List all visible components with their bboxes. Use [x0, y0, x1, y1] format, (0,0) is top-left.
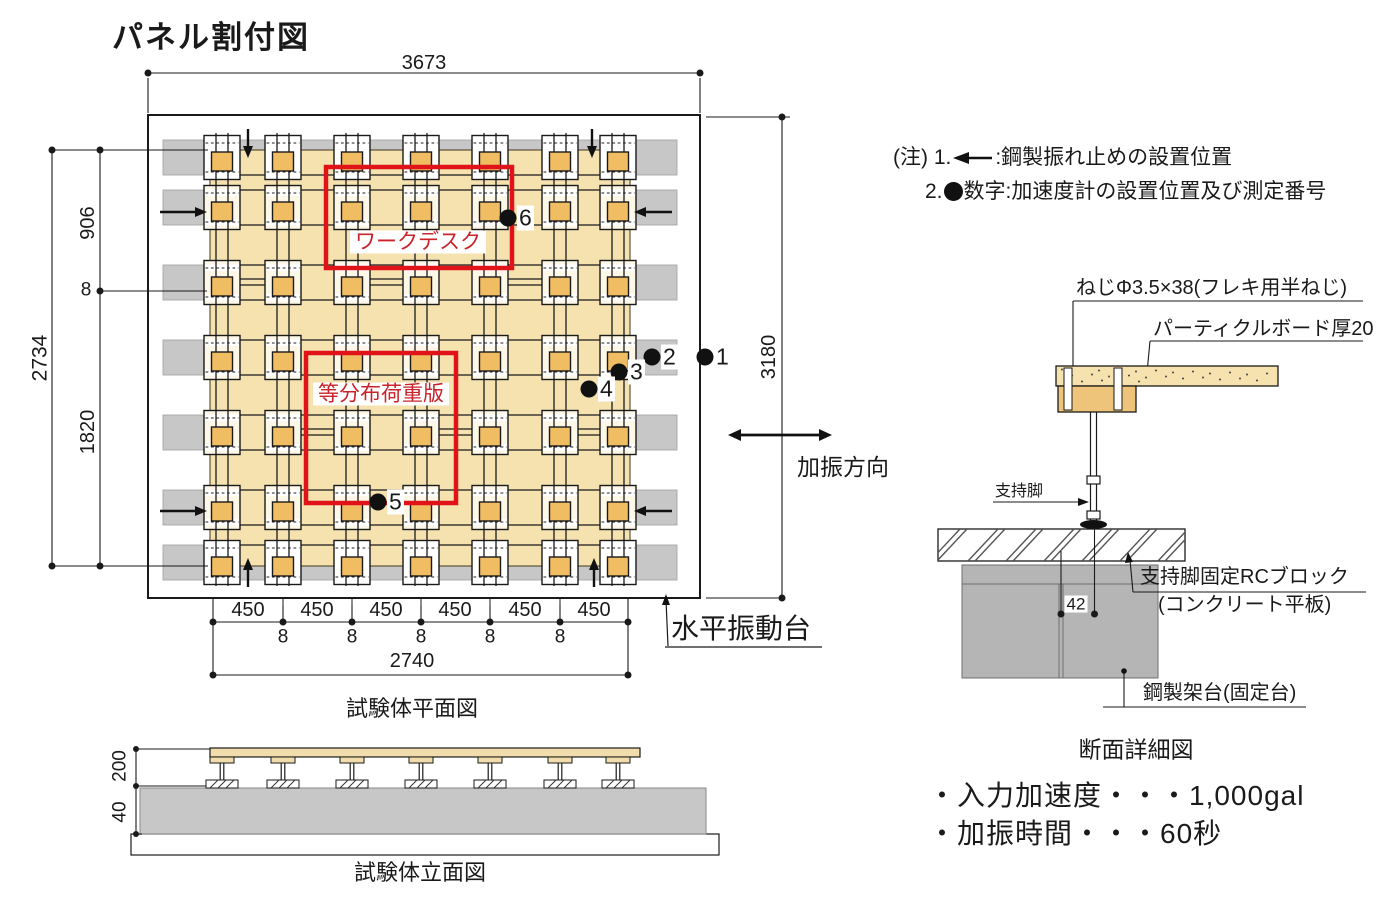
dim-left-seg2: 8 — [80, 279, 92, 301]
dim-left-total: 2734 — [28, 334, 52, 382]
brace-arrows — [160, 129, 672, 587]
leg-label-leader — [993, 498, 1089, 506]
note1-prefix: (注) 1. — [893, 146, 952, 169]
left-arrow-icon — [953, 148, 993, 169]
table-label: 水平振動台 — [671, 613, 812, 644]
particle-board — [1055, 365, 1279, 387]
plan-dimensions — [48, 69, 790, 679]
elevation-supports — [205, 756, 635, 789]
plan-view — [48, 69, 832, 679]
dim-42-lines — [1057, 528, 1098, 618]
dim-450-5: 450 — [508, 599, 542, 621]
leg-label: 支持脚 — [995, 483, 1044, 500]
dim-left-seg3: 1820 — [77, 409, 99, 455]
rc-block-label-1: 支持脚固定RCブロック — [1140, 566, 1349, 588]
plan-caption: 試験体平面図 — [345, 696, 479, 721]
table-label-leader — [662, 594, 822, 648]
note2-prefix: 2. — [925, 180, 943, 203]
point-label-2: 2 — [661, 343, 678, 370]
workdesk-label: ワークデスク — [350, 230, 486, 254]
dim-8-1: 8 — [277, 626, 289, 648]
measure-dot-icon — [943, 182, 963, 201]
dim-left-seg1: 906 — [77, 206, 99, 240]
dim-8-4: 8 — [484, 626, 496, 648]
point-label-5: 5 — [387, 488, 404, 515]
dim-right: 3180 — [758, 334, 780, 380]
load-plate-label: 等分布荷重版 — [313, 382, 449, 406]
point-label-1: 1 — [714, 343, 731, 370]
direction-label: 加振方向 — [797, 454, 889, 480]
dim-8-2: 8 — [346, 626, 358, 648]
dim-450-6: 450 — [577, 599, 611, 621]
dim-450-4: 450 — [438, 599, 472, 621]
dim-bottom-total: 2740 — [389, 650, 435, 672]
detail-caption: 断面詳細図 — [1078, 736, 1194, 763]
dim-8-5: 8 — [554, 626, 566, 648]
rc-label-leader — [1125, 552, 1366, 593]
note1-text: :鋼製振れ止めの設置位置 — [995, 146, 1233, 169]
spec-acceleration: ・入力加速度・・・1,000gal — [928, 780, 1305, 811]
point-label-6: 6 — [517, 204, 534, 231]
note-line-2: 2. 数字:加速度計の設置位置及び測定番号 — [925, 181, 1326, 202]
dim-200: 200 — [109, 750, 131, 782]
elevation-dimensions — [133, 746, 210, 837]
frame-label-leader — [1103, 668, 1306, 708]
dim-top: 3673 — [401, 52, 447, 74]
board-label: パーティクルボード厚20 — [1153, 318, 1374, 340]
dim-40: 40 — [109, 801, 131, 823]
support-leg-squares — [210, 151, 630, 577]
elevation-slab — [139, 787, 707, 835]
dim-450-3: 450 — [369, 599, 403, 621]
accelerometer-dots — [369, 209, 714, 511]
elevation-base-plate — [130, 833, 720, 856]
page-title: パネル割付図 — [112, 20, 310, 55]
point-label-3: 3 — [628, 358, 645, 385]
dim-450-1: 450 — [231, 599, 265, 621]
screw-1 — [1063, 367, 1073, 411]
dim-8-3: 8 — [415, 626, 427, 648]
elevation-view — [130, 746, 720, 856]
steel-frame — [961, 564, 1159, 679]
frame-label: 鋼製架台(固定台) — [1143, 682, 1297, 704]
support-leg — [1080, 412, 1107, 529]
elevation-board — [209, 747, 641, 758]
note-line-1: (注) 1. :鋼製振れ止めの設置位置 — [893, 147, 1232, 169]
dim-450-2: 450 — [300, 599, 334, 621]
point-label-4: 4 — [598, 375, 615, 402]
section-detail — [937, 300, 1366, 708]
direction-arrow — [728, 429, 832, 441]
screw-label: ねじΦ3.5×38(フレキ用半ねじ) — [1076, 277, 1348, 299]
note2-text: 数字:加速度計の設置位置及び測定番号 — [963, 180, 1327, 203]
spec-duration: ・加振時間・・・60秒 — [928, 818, 1223, 849]
elevation-caption: 試験体立面図 — [353, 860, 487, 885]
screw-2 — [1113, 367, 1123, 411]
dim-42: 42 — [1064, 594, 1088, 614]
rc-block-label-2: (コンクリート平板) — [1158, 594, 1332, 616]
